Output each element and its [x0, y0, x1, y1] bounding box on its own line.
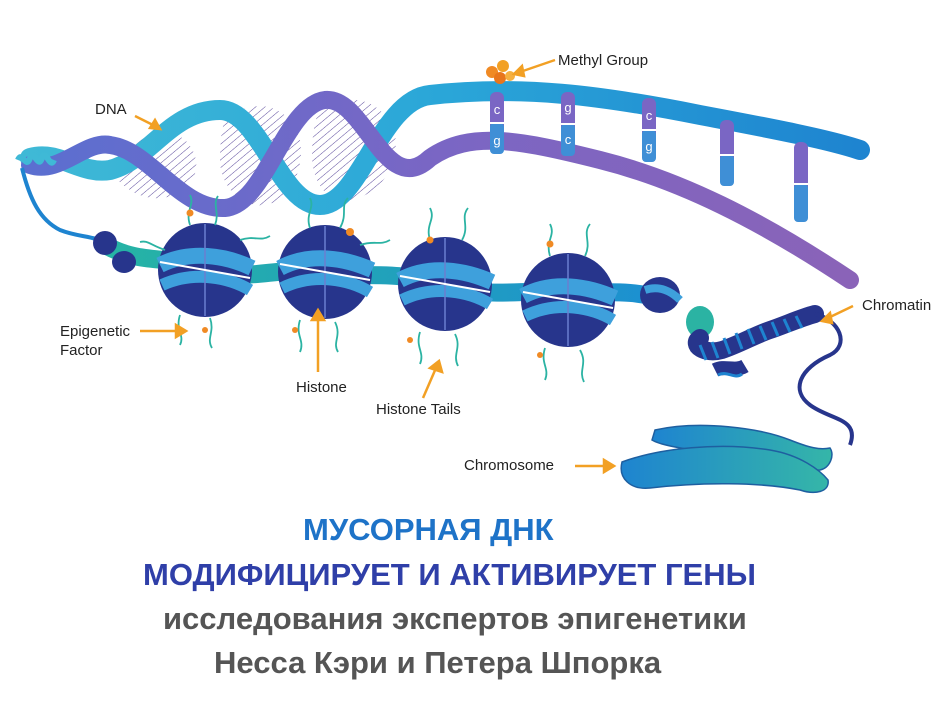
chromatin-coil: [687, 305, 854, 446]
base-bottom-3: g: [645, 139, 652, 154]
nucleosome-string: [93, 194, 714, 383]
base-top-1: c: [494, 102, 501, 117]
base-bottom-1: g: [493, 133, 500, 148]
base-pair-4: [720, 120, 734, 186]
base-bottom-2: c: [565, 132, 572, 147]
bead-right-2: [686, 306, 714, 338]
title-line-2: МОДИФИЦИРУЕТ И АКТИВИРУЕТ ГЕНЫ: [143, 557, 756, 592]
label-dna: DNA: [95, 101, 127, 118]
helix-hatch-3: [312, 99, 396, 201]
histone-3: [396, 237, 496, 331]
label-epigenetic-factor-line2: Factor: [60, 342, 103, 359]
small-bead-1: [93, 231, 117, 255]
chromosome-icon: [620, 424, 833, 493]
label-histone: Histone: [296, 379, 347, 396]
helix-front-strand: [21, 91, 859, 289]
label-methyl-group: Methyl Group: [558, 52, 649, 69]
title-line-3: исследования экспертов эпигенетики: [163, 601, 747, 636]
dna-double-helix: [15, 81, 870, 289]
base-pairs: c g g c c g: [490, 92, 808, 222]
label-epigenetic-factor-line1: Epigenetic: [60, 323, 131, 340]
base-top-3: c: [646, 108, 653, 123]
title-line-4: Несса Кэри и Петера Шпорка: [214, 645, 662, 680]
base-pair-2: g c: [561, 92, 575, 156]
base-pair-1: c g: [490, 92, 504, 154]
histone-1: [156, 223, 256, 317]
histone-2: [276, 225, 376, 319]
histone-tails-group: [139, 194, 591, 383]
histone-4: [519, 253, 619, 347]
base-pair-5: [794, 142, 808, 222]
label-chromatin: Chromatin: [862, 297, 932, 314]
pointer-arrows: [134, 58, 854, 475]
epigenetic-marks: [186, 209, 554, 358]
base-top-2: g: [564, 100, 571, 115]
helix-left-coil: [15, 152, 57, 166]
methyl-group-icon: [486, 60, 515, 84]
base-pair-3: c g: [642, 98, 656, 162]
title-line-1: МУСОРНАЯ ДНК: [303, 512, 554, 547]
small-bead-2: [112, 251, 136, 273]
label-chromosome: Chromosome: [464, 457, 555, 474]
label-histone-tails: Histone Tails: [376, 401, 461, 418]
